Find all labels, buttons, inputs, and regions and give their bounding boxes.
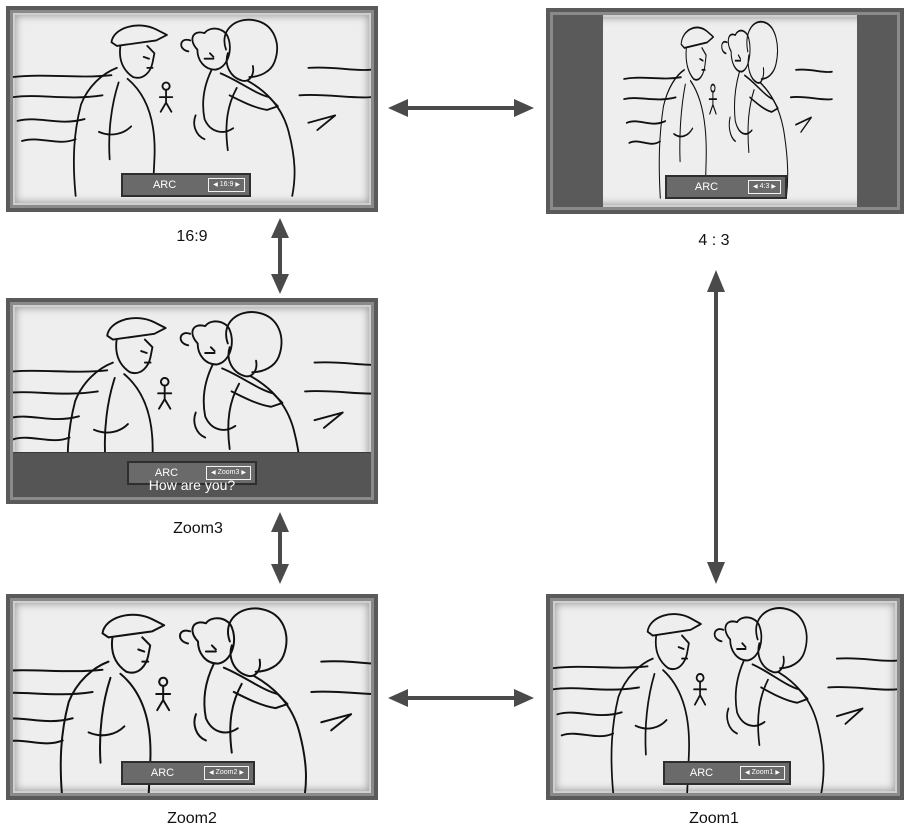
screen-zoom3-picture: ARC ◀ Zoom3 ▶ How are you? bbox=[10, 302, 374, 500]
arc-label: ARC bbox=[154, 467, 179, 479]
screen-4-3: ARC ◀ 4:3 ▶ bbox=[546, 8, 904, 214]
arrow-16-9-to-zoom3 bbox=[271, 218, 289, 294]
right-arrow-icon: ▶ bbox=[235, 182, 240, 188]
arc-label: ARC bbox=[150, 767, 175, 779]
screen-zoom2-picture: ARC ◀ Zoom2 ▶ bbox=[10, 598, 374, 796]
screen-zoom3: ARC ◀ Zoom3 ▶ How are you? bbox=[6, 298, 378, 504]
subtitle-text: How are you? bbox=[148, 477, 236, 493]
arc-label: ARC bbox=[689, 767, 714, 779]
screen-16-9-picture: ARC ◀ 16:9 ▶ bbox=[10, 10, 374, 208]
arc-value-box[interactable]: ◀ 4:3 ▶ bbox=[748, 180, 781, 194]
arc-value: Zoom3 bbox=[217, 469, 240, 476]
right-arrow-icon: ▶ bbox=[241, 470, 246, 476]
screen-16-9: ARC ◀ 16:9 ▶ bbox=[6, 6, 378, 212]
caption-4-3: 4 : 3 bbox=[698, 232, 730, 249]
right-arrow-icon: ▶ bbox=[775, 770, 780, 776]
right-arrow-icon: ▶ bbox=[771, 184, 776, 190]
caption-16-9: 16:9 bbox=[176, 228, 208, 245]
arc-osd: ARC ◀ Zoom3 ▶ bbox=[127, 461, 257, 485]
right-pillarbox bbox=[857, 15, 897, 207]
arc-value-box[interactable]: ◀ 16:9 ▶ bbox=[208, 178, 245, 192]
left-arrow-icon: ◀ bbox=[210, 470, 216, 476]
arc-value: 4:3 bbox=[759, 183, 770, 190]
arc-osd: ARC ◀ 4:3 ▶ bbox=[665, 175, 787, 199]
left-arrow-icon: ◀ bbox=[744, 770, 750, 776]
screen-4-3-picture: ARC ◀ 4:3 ▶ bbox=[550, 12, 900, 210]
left-arrow-icon: ◀ bbox=[753, 184, 758, 190]
screen-zoom1: ARC ◀ Zoom1 ▶ bbox=[546, 594, 904, 800]
left-arrow-icon: ◀ bbox=[208, 770, 214, 776]
arc-value-box[interactable]: ◀ Zoom2 ▶ bbox=[203, 766, 249, 780]
caption-zoom3: Zoom3 bbox=[173, 520, 223, 537]
arc-osd: ARC ◀ Zoom1 ▶ bbox=[663, 761, 791, 785]
arc-label: ARC bbox=[152, 179, 177, 191]
arc-value: Zoom2 bbox=[215, 769, 238, 776]
screen-zoom1-picture: ARC ◀ Zoom1 ▶ bbox=[550, 598, 900, 796]
arc-osd: ARC ◀ Zoom2 ▶ bbox=[121, 761, 255, 785]
arrow-4-3-to-zoom1 bbox=[707, 270, 725, 584]
arc-value-box[interactable]: ◀ Zoom1 ▶ bbox=[739, 766, 785, 780]
arrow-16-9-to-4-3 bbox=[388, 99, 534, 117]
arc-value-box[interactable]: ◀ Zoom3 ▶ bbox=[205, 466, 251, 480]
left-pillarbox bbox=[553, 15, 603, 207]
left-arrow-icon: ◀ bbox=[213, 182, 218, 188]
arrow-zoom2-to-zoom1 bbox=[388, 689, 534, 707]
caption-zoom2: Zoom2 bbox=[167, 810, 217, 827]
arrow-zoom3-to-zoom2 bbox=[271, 512, 289, 584]
caption-zoom1: Zoom1 bbox=[689, 810, 739, 827]
arc-value: Zoom1 bbox=[751, 769, 774, 776]
screen-zoom2: ARC ◀ Zoom2 ▶ bbox=[6, 594, 378, 800]
arc-osd: ARC ◀ 16:9 ▶ bbox=[121, 173, 251, 197]
right-arrow-icon: ▶ bbox=[239, 770, 244, 776]
arc-label: ARC bbox=[694, 181, 719, 193]
arc-value: 16:9 bbox=[219, 181, 234, 188]
